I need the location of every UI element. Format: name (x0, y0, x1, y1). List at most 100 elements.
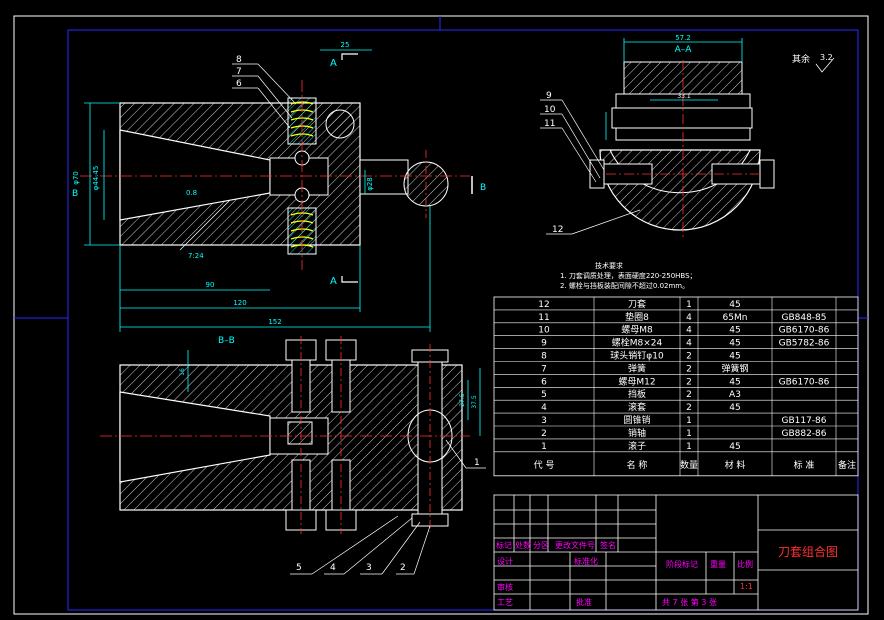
bom-cell-name: 球头销钉φ10 (610, 350, 664, 362)
bom-cell-material: 45 (729, 326, 740, 336)
section-a-top: A (330, 58, 337, 69)
bom-header-note: 备注 (838, 459, 856, 471)
bom-cell-no: 1 (541, 442, 547, 452)
tb-scale-value: 1:1 (740, 582, 753, 591)
bom-header-name: 名 称 (627, 459, 648, 471)
bom-cell-qty: 2 (686, 364, 692, 374)
section-a-bottom: A (330, 276, 337, 287)
callout-7: 7 (236, 67, 242, 77)
bom-cell-no: 11 (538, 313, 549, 323)
bom-cell-no: 4 (541, 403, 547, 413)
bom-cell-material: 45 (729, 339, 740, 349)
bom-cell-no: 12 (538, 300, 549, 310)
dim-d-small: φ28 (366, 177, 374, 191)
outer-border (13, 15, 869, 615)
front-dimensions (84, 49, 431, 332)
tb-mark-3: 分区 (533, 541, 549, 550)
bom-cell-qty: 2 (686, 403, 692, 413)
bom-cell-name: 弹簧 (628, 362, 646, 374)
dim-d-inner: φ44.45 (92, 166, 100, 191)
roughness-label: 其余 (792, 53, 810, 65)
tech-req-title: 技术要求 (595, 261, 623, 270)
bom-cell-material: 45 (729, 403, 740, 413)
section-aa-view (589, 60, 775, 240)
drawing-title: 刀套组合图 (778, 544, 838, 559)
bom-cell-material: A3 (729, 390, 741, 400)
bom-cell-qty: 1 (686, 300, 692, 310)
bom-cell-qty: 4 (686, 339, 692, 349)
bom-cell-standard: GB6170-86 (779, 377, 830, 387)
dim-bb-h3: 37.5 (471, 395, 478, 409)
bom-cell-material: 45 (729, 300, 740, 310)
callout-1: 1 (474, 458, 480, 468)
bom-cell-material: 45 (729, 377, 740, 387)
callout-10: 10 (544, 105, 556, 115)
bom-cell-material: 45 (729, 442, 740, 452)
dim-aa-inner: 33.1 (677, 93, 691, 100)
dim-bb-h2: 27.5 (459, 393, 466, 407)
bom-cell-standard: GB117-86 (781, 416, 826, 426)
callout-5: 5 (296, 563, 302, 573)
bom-cell-name: 垫圈8 (625, 311, 649, 323)
tb-scale: 比例 (737, 559, 753, 569)
tb-mark-4: 更改文件号 (555, 540, 595, 550)
callout-4: 4 (330, 563, 336, 573)
bom-cell-no: 7 (541, 364, 547, 374)
bom-cell-name: 圆锥销 (623, 414, 650, 426)
bom-cell-no: 2 (541, 429, 547, 439)
callout-3: 3 (366, 563, 372, 573)
tb-process: 工艺 (497, 598, 513, 607)
tb-weight: 重量 (710, 559, 726, 569)
bom-cell-qty: 4 (686, 313, 692, 323)
bom-cell-qty: 1 (686, 429, 692, 439)
dim-d-outer: φ70 (72, 171, 80, 185)
bom-cell-qty: 1 (686, 442, 692, 452)
bom-cell-no: 9 (541, 339, 547, 349)
tb-sheet-info: 共 7 张 第 3 张 (662, 597, 717, 607)
bom-cell-qty: 1 (686, 416, 692, 426)
section-b-right: B (480, 183, 486, 193)
section-aa-title: A–A (675, 45, 693, 55)
tb-mark-1: 标记 (496, 540, 512, 550)
tech-req-item-1: 1. 刀套调质处理，表面硬度220-250HBS； (560, 271, 697, 280)
bom-cell-no: 6 (541, 377, 547, 387)
bom-header-qty: 数量 (680, 459, 698, 471)
front-view (80, 80, 470, 270)
callout-8: 8 (236, 55, 242, 65)
bom-cell-material: 45 (729, 352, 740, 362)
bom-header-material: 材 料 (725, 459, 746, 471)
bom-cell-no: 3 (541, 416, 547, 426)
tech-req-item-2: 2. 螺栓与挡板装配间隙不超过0.02mm。 (560, 281, 689, 290)
bom-cell-standard: GB848-85 (781, 313, 826, 323)
tb-standardization: 标准化 (574, 556, 598, 566)
callout-11: 11 (544, 119, 555, 129)
dim-bb-h1: 16 (179, 368, 186, 376)
tb-approve: 批准 (576, 597, 592, 607)
bom-cell-no: 10 (538, 326, 550, 336)
bom-cell-standard: GB882-86 (781, 429, 826, 439)
tb-design: 设计 (497, 556, 513, 566)
bom-cell-material: 65Mn (723, 313, 748, 323)
bom-cell-name: 螺母M12 (618, 376, 655, 387)
callout-2: 2 (400, 563, 406, 573)
bom-cell-name: 螺母M8 (621, 325, 653, 336)
bom-cell-standard: GB5782-86 (779, 339, 830, 349)
section-bb-title: B–B (218, 336, 235, 346)
tb-stage-mark: 阶段标记 (666, 559, 698, 569)
roughness-value: 3.2 (820, 53, 833, 62)
bom-cell-name: 滚子 (628, 440, 646, 452)
bom-cell-standard: GB6170-86 (779, 326, 830, 336)
dim-r-value: 0.8 (186, 189, 197, 197)
dim-length-120: 120 (233, 299, 246, 307)
dim-aa-width: 57.2 (675, 34, 691, 42)
callout-9: 9 (546, 91, 552, 101)
bom-cell-name: 滚套 (628, 401, 646, 413)
callout-12: 12 (552, 225, 563, 235)
callout-6: 6 (236, 79, 242, 89)
dim-angle: 7:24 (188, 252, 204, 260)
tb-mark-5: 签名 (600, 540, 616, 550)
section-b-left: B (72, 189, 78, 199)
tb-review: 审核 (497, 582, 513, 592)
